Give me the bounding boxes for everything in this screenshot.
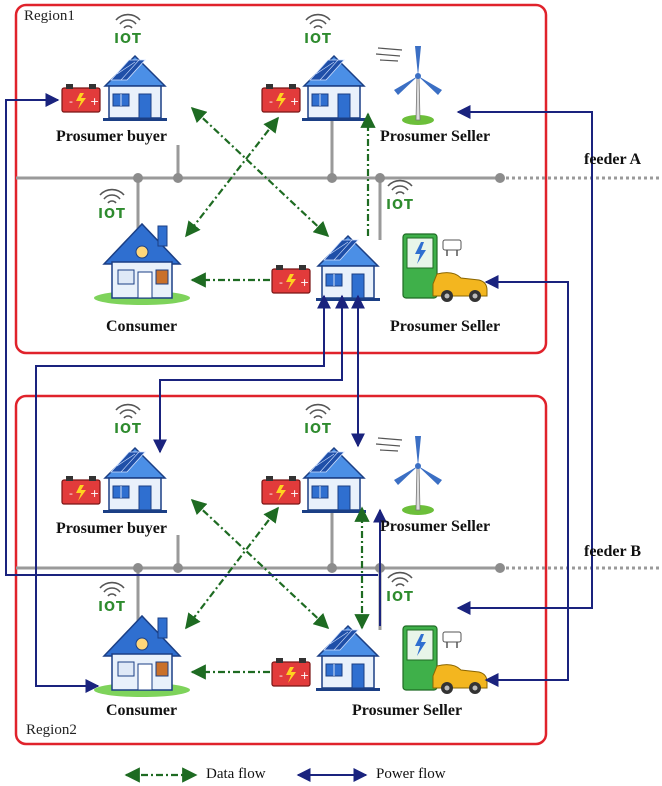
r2-buyer-house-icon — [102, 447, 168, 514]
r2-consumer-house-icon — [93, 615, 191, 698]
r1-seller-ev-iot-icon — [385, 179, 415, 214]
r2-seller-wind-battery-icon — [261, 475, 301, 505]
legend-power-flow-label: Power flow — [376, 766, 446, 782]
r2-wind-turbine-icon — [375, 435, 443, 516]
region1-label: Region1 — [24, 8, 75, 24]
legend-data-flow-label: Data flow — [206, 766, 266, 782]
r1-prosumer-seller-wind-label: Prosumer Seller — [380, 128, 491, 145]
r1-consumer-iot-icon — [97, 188, 127, 223]
r2-consumer-label: Consumer — [106, 702, 178, 719]
r1-prosumer-seller-ev-label: Prosumer Seller — [390, 318, 501, 335]
feeder-a-label: feeder A — [584, 151, 642, 168]
r1-seller-wind-battery-icon — [261, 83, 301, 113]
r1-consumer-house-icon — [93, 223, 191, 306]
r2-seller-ev-iot-icon — [385, 571, 415, 606]
r2-seller-ev-house-icon — [315, 625, 381, 692]
r1-seller-wind-house-icon — [301, 55, 367, 122]
r2-buyer-battery-icon — [61, 475, 101, 505]
r2-prosumer-buyer-label: Prosumer buyer — [56, 520, 167, 537]
power-flow-arrows — [5, 93, 593, 693]
r1-ev-charger-icon — [402, 233, 488, 303]
region2-border — [14, 394, 548, 746]
region1-feeder-connections — [136, 115, 382, 240]
r1-seller-ev-house-icon — [315, 235, 381, 302]
region1-feeder-nodes — [133, 173, 505, 183]
r1-buyer-iot-icon — [113, 13, 143, 48]
r2-buyer-iot-icon — [113, 403, 143, 438]
r1-seller-wind-iot-icon — [303, 13, 333, 48]
r1-consumer-label: Consumer — [106, 318, 178, 335]
r2-prosumer-seller-ev-label: Prosumer Seller — [352, 702, 463, 719]
r2-consumer-iot-icon — [97, 581, 127, 616]
r2-ev-charger-icon — [402, 625, 488, 695]
data-flow-arrows — [185, 106, 376, 680]
r1-seller-ev-battery-icon — [271, 264, 311, 294]
r1-buyer-battery-icon — [61, 83, 101, 113]
feeder-b-label: feeder B — [584, 543, 642, 560]
r2-seller-wind-iot-icon — [303, 403, 333, 438]
r1-wind-turbine-icon — [375, 45, 443, 126]
region2-label: Region2 — [26, 722, 77, 738]
r1-buyer-house-icon — [102, 55, 168, 122]
r2-seller-ev-battery-icon — [271, 657, 311, 687]
r1-prosumer-buyer-label: Prosumer buyer — [56, 128, 167, 145]
r2-prosumer-seller-wind-label: Prosumer Seller — [380, 518, 491, 535]
r2-seller-wind-house-icon — [301, 447, 367, 514]
